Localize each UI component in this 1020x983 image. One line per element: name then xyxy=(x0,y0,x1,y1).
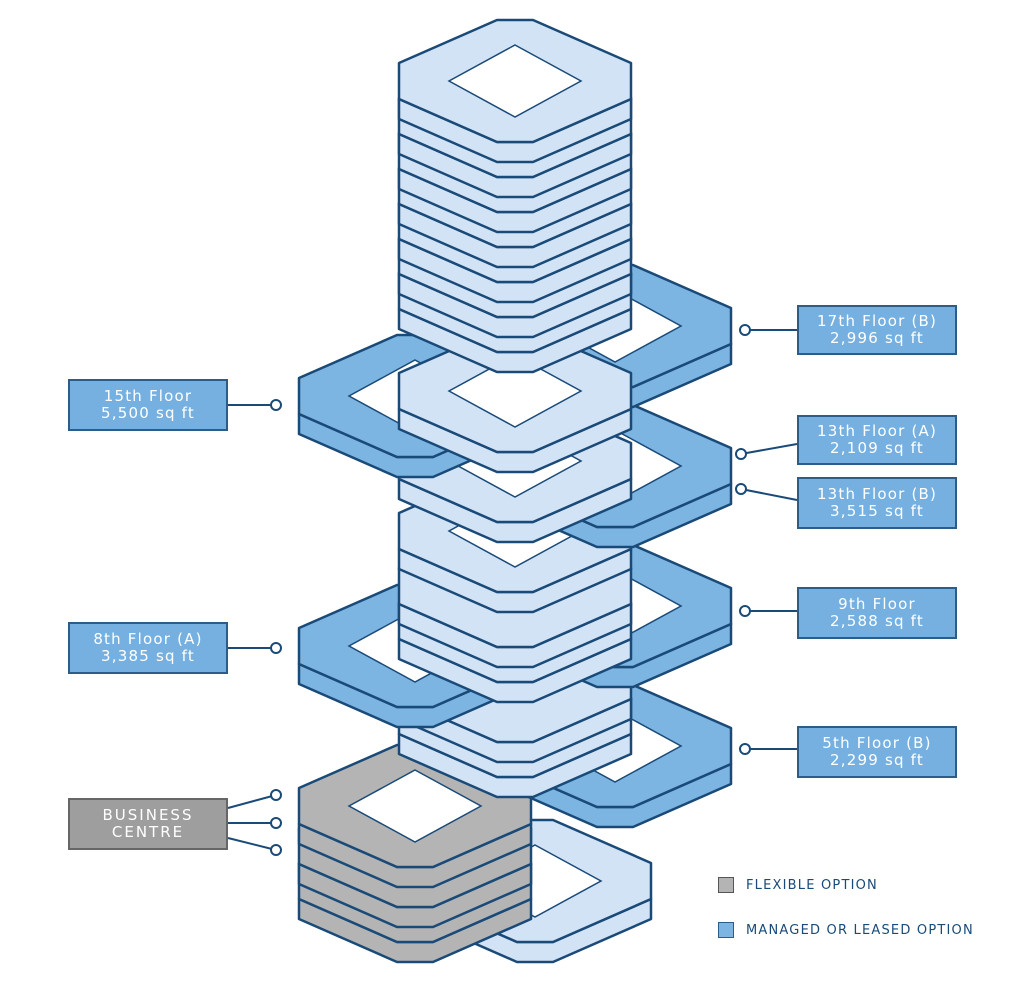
floor-label-name: 17th Floor (B) xyxy=(816,312,938,330)
floor-label-area: 2,109 sq ft xyxy=(830,439,924,457)
leader-line xyxy=(740,488,798,501)
floor-label-name: 15th Floor xyxy=(103,387,193,405)
leader-anchor-dot xyxy=(270,789,282,801)
leader-line xyxy=(740,443,798,455)
floor-label-area: 2,996 sq ft xyxy=(830,329,924,347)
leader-anchor-dot xyxy=(270,844,282,856)
legend-item-managed: MANAGED OR LEASED OPTION xyxy=(718,922,974,938)
legend-swatch xyxy=(718,922,734,938)
floor-label-area: 5,500 sq ft xyxy=(101,404,195,422)
legend-label: MANAGED OR LEASED OPTION xyxy=(746,922,974,938)
floor-label-area: 3,515 sq ft xyxy=(830,502,924,520)
floor-slab-upper xyxy=(397,18,633,164)
floor-label-17b: 17th Floor (B)2,996 sq ft xyxy=(797,305,957,355)
leader-anchor-dot xyxy=(270,399,282,411)
floor-label-name: 13th Floor (A) xyxy=(816,422,938,440)
floor-label-name: 5th Floor (B) xyxy=(822,734,932,752)
leader-anchor-dot xyxy=(270,642,282,654)
atrium-opening xyxy=(447,354,583,428)
atrium-opening xyxy=(347,769,483,843)
floor-label-name: 9th Floor xyxy=(838,595,916,613)
legend-item-flexible: FLEXIBLE OPTION xyxy=(718,877,878,893)
floor-label-5b: 5th Floor (B)2,299 sq ft xyxy=(797,726,957,778)
floor-slab xyxy=(397,328,633,474)
floor-label-area: 3,385 sq ft xyxy=(101,647,195,665)
legend-swatch xyxy=(718,877,734,893)
leader-anchor-dot xyxy=(739,605,751,617)
floor-label-name: BUSINESS xyxy=(102,806,194,824)
leader-anchor-dot xyxy=(739,324,751,336)
floor-label-8a: 8th Floor (A)3,385 sq ft xyxy=(68,622,228,674)
floor-label-area: CENTRE xyxy=(111,823,185,841)
floor-label-13a: 13th Floor (A)2,109 sq ft xyxy=(797,415,957,465)
legend-label: FLEXIBLE OPTION xyxy=(746,877,878,893)
floor-label-area: 2,299 sq ft xyxy=(830,751,924,769)
atrium-opening xyxy=(447,44,583,118)
floor-label-name: 8th Floor (A) xyxy=(93,630,203,648)
floor-label-13b: 13th Floor (B)3,515 sq ft xyxy=(797,477,957,529)
leader-anchor-dot xyxy=(735,483,747,495)
leader-anchor-dot xyxy=(270,817,282,829)
leader-line xyxy=(227,794,277,809)
floor-label-area: 2,588 sq ft xyxy=(830,612,924,630)
leader-anchor-dot xyxy=(739,743,751,755)
leader-anchor-dot xyxy=(735,448,747,460)
leader-line xyxy=(227,837,277,851)
floor-label-name: 13th Floor (B) xyxy=(816,485,938,503)
